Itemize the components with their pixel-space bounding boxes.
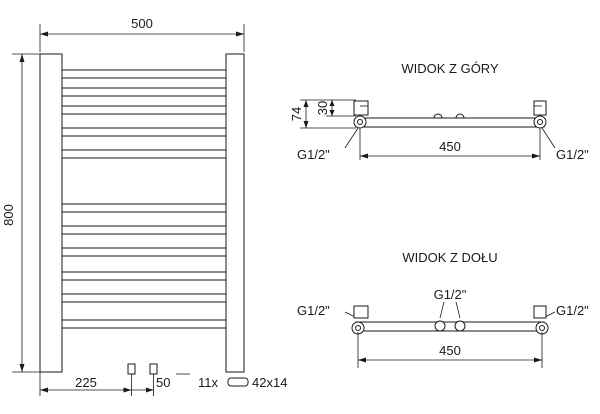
inlet-right [149, 363, 158, 375]
tube [61, 293, 227, 303]
tube-size: 42x14 [252, 375, 287, 390]
valve-left [353, 100, 369, 116]
tube [61, 87, 227, 97]
tube [61, 105, 227, 115]
height-dimension: 800 [1, 204, 16, 226]
inlet-center-right [454, 320, 466, 332]
inlet-center-left [434, 320, 446, 332]
inlet-spacing-dimension: 50 [156, 375, 170, 390]
tube [61, 69, 227, 79]
tube [61, 127, 227, 137]
left-rail [39, 53, 63, 373]
bottom-right-connector: G1/2" [556, 303, 589, 318]
valve-right [533, 100, 547, 116]
bottom-center-connector: G1/2" [434, 287, 467, 302]
offset-dimension: 225 [75, 375, 97, 390]
tube-count: 11x [198, 375, 218, 390]
bottom-left-connector: G1/2" [297, 303, 330, 318]
bottom-view-title: WIDOK Z DOŁU [402, 250, 497, 265]
top-view: WIDOK Z GÓRY 74 30 450 [289, 61, 589, 162]
top-right-connector: G1/2" [556, 147, 589, 162]
right-rail [225, 53, 245, 373]
end-cap-left [353, 115, 367, 129]
bottom-view: WIDOK Z DOŁU G1/2" G1/2" G1/2" 450 [297, 250, 589, 368]
top-left-connector: G1/2" [297, 147, 330, 162]
tube [61, 247, 227, 257]
tube-section-icon [227, 377, 249, 387]
tube [61, 225, 227, 235]
tube [61, 203, 227, 213]
bottom-bar [355, 321, 545, 332]
top-bar [355, 117, 545, 128]
tube [61, 149, 227, 159]
inner-depth-dimension: 30 [315, 101, 330, 115]
valve-left [353, 305, 369, 319]
front-view: 500 800 [1, 16, 287, 396]
inlet-left [127, 363, 136, 375]
bottom-span-dimension: 450 [439, 343, 461, 358]
tube-rows [61, 69, 227, 329]
depth-dimension: 74 [289, 107, 304, 121]
top-view-title: WIDOK Z GÓRY [401, 61, 499, 76]
tube [61, 271, 227, 281]
valve-right [533, 305, 547, 319]
width-dimension: 500 [131, 16, 153, 31]
top-span-dimension: 450 [439, 139, 461, 154]
end-cap-right [533, 115, 547, 129]
tube [61, 319, 227, 329]
